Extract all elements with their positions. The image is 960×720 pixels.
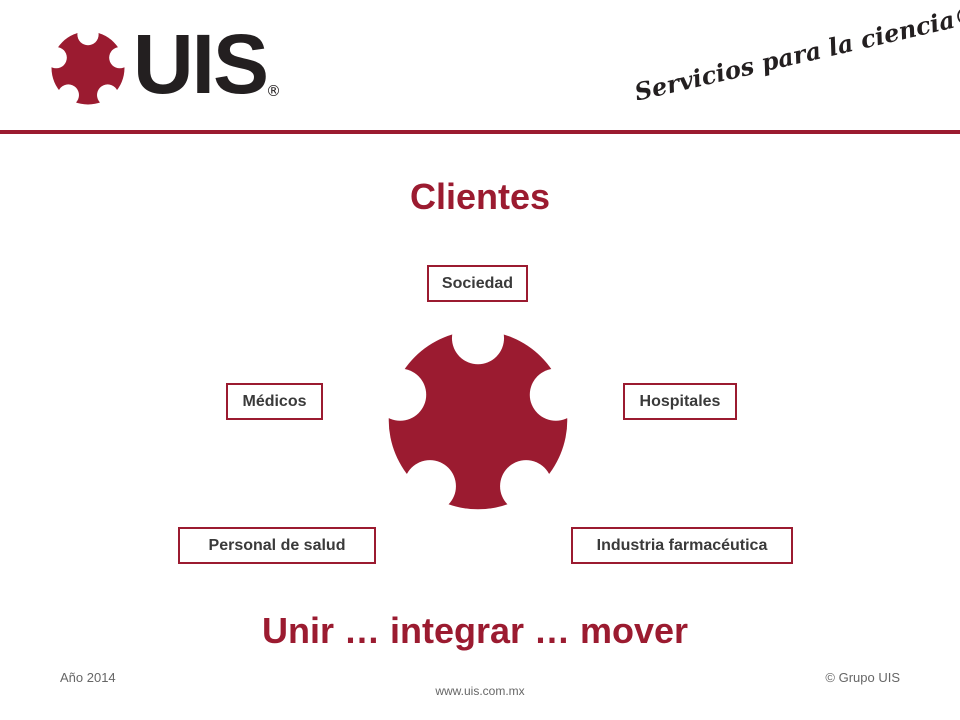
emblem-notch xyxy=(403,460,456,513)
emblem-notch xyxy=(529,368,571,421)
uis-logo-icon xyxy=(50,30,126,106)
emblem-notch xyxy=(50,47,67,69)
page-title: Clientes xyxy=(409,176,551,217)
slogan: Unir … integrar … mover xyxy=(261,610,689,651)
client-box-personal-salud: Personal de salud xyxy=(178,527,376,564)
emblem-notch xyxy=(109,47,126,69)
emblem-notch xyxy=(97,84,119,106)
emblem-notch xyxy=(77,30,99,46)
emblem-notch xyxy=(451,327,505,365)
tagline: Servicios para la ciencia® xyxy=(631,0,960,107)
footer-copyright: © Grupo UIS xyxy=(825,670,900,685)
emblem-notch xyxy=(385,368,427,421)
header-divider xyxy=(0,130,960,134)
footer-year: Año 2014 xyxy=(60,670,116,685)
footer-url: www.uis.com.mx xyxy=(435,684,525,698)
client-box-medicos: Médicos xyxy=(226,383,323,420)
emblem-notch xyxy=(57,84,79,106)
client-box-industria: Industria farmacéutica xyxy=(571,527,793,564)
emblem-notch xyxy=(500,460,553,513)
central-brand-icon xyxy=(385,327,571,513)
logo-registered-mark: ® xyxy=(266,82,281,100)
client-box-sociedad: Sociedad xyxy=(427,265,528,302)
client-box-hospitales: Hospitales xyxy=(623,383,737,420)
logo-wordmark: UIS xyxy=(133,17,269,111)
